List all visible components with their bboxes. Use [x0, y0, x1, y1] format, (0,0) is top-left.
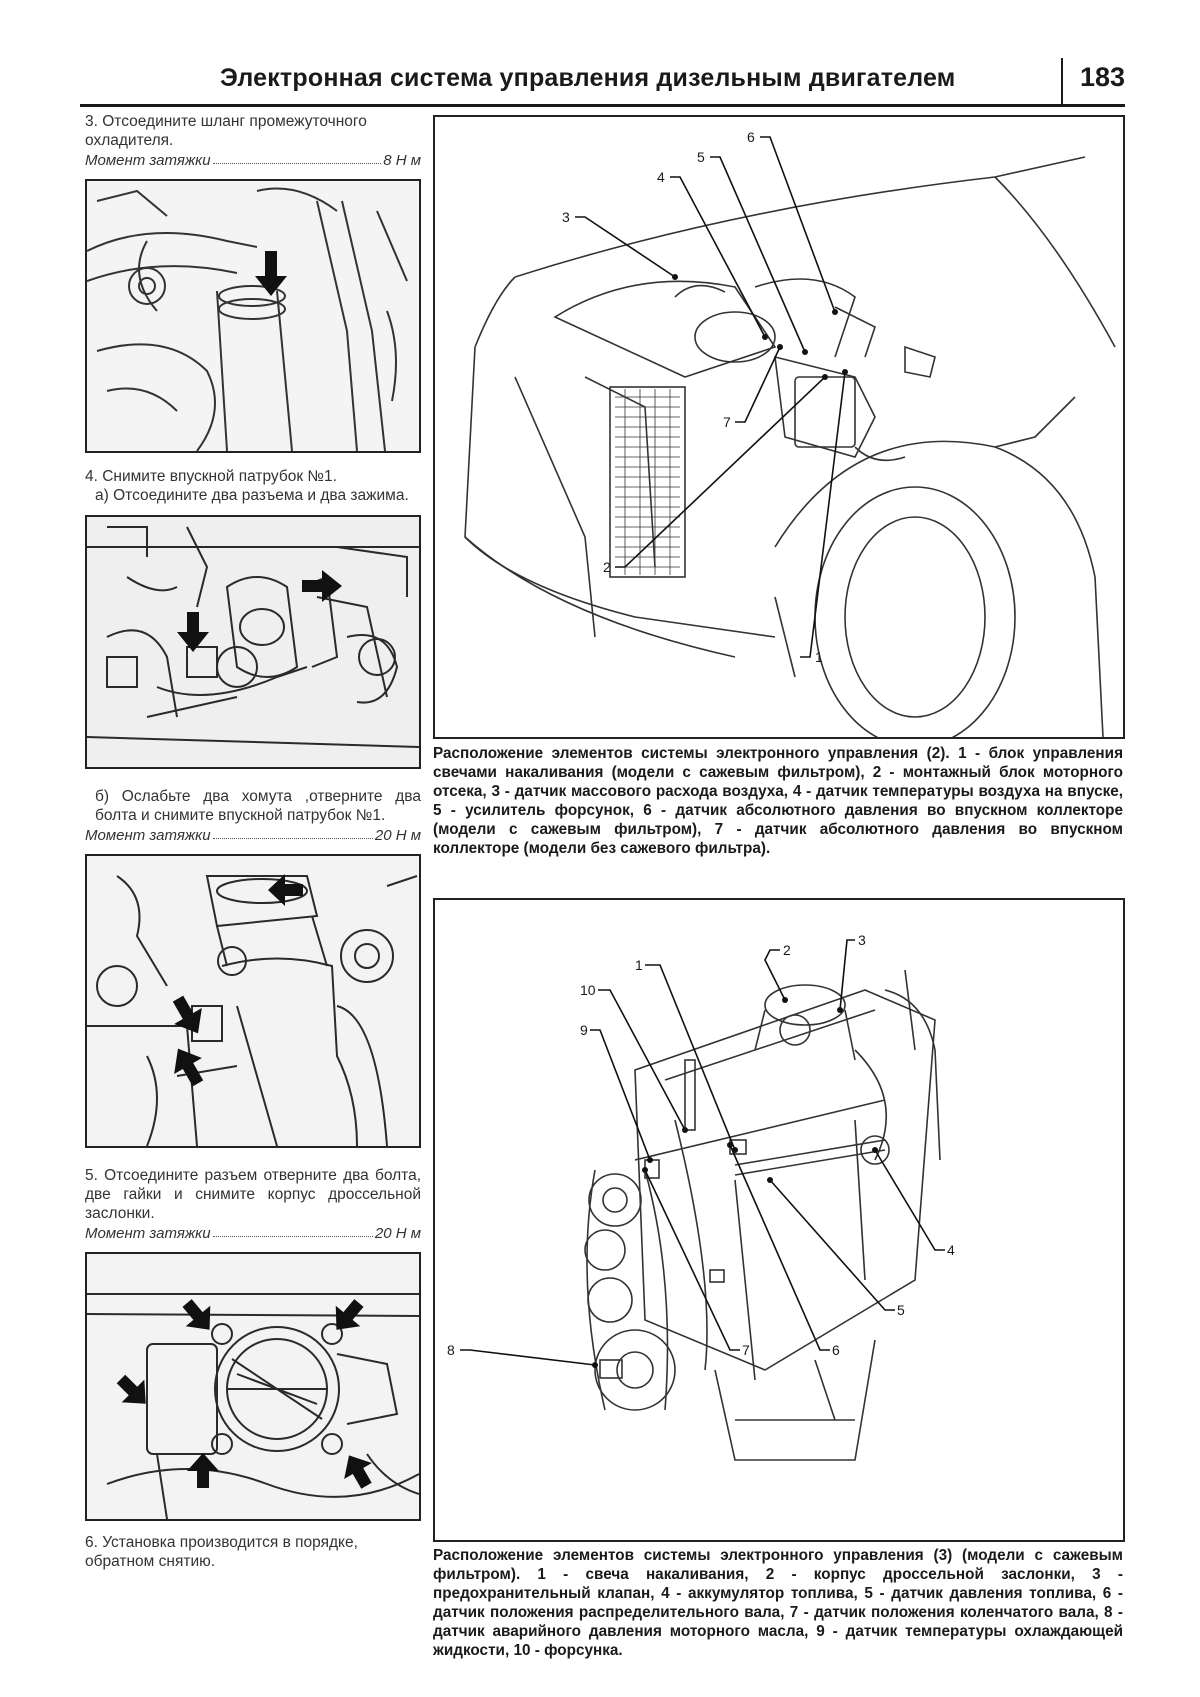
left-column: 3. Отсоедините шланг промежуточного охла… — [85, 112, 421, 1571]
arrow-icon — [268, 874, 303, 906]
callout-9: 9 — [580, 1022, 588, 1038]
torque-leader — [212, 152, 382, 164]
step-5-torque: Момент затяжки 20 Н м — [85, 1225, 421, 1242]
step-4b-text: б) Ослабьте два хомута ,отверните два бо… — [95, 788, 421, 824]
torque-leader — [212, 827, 373, 839]
step-3-text: 3. Отсоедините шланг промежуточного охла… — [85, 113, 367, 149]
callout-3: 3 — [858, 932, 866, 948]
page-header: Электронная система управления дизельным… — [80, 58, 1125, 107]
diagram-engine-bay: 6 5 4 3 7 2 1 — [433, 115, 1125, 739]
torque-label: Момент затяжки — [85, 152, 211, 169]
diagram-engine-components: 1 2 3 4 5 6 7 8 9 10 — [433, 898, 1125, 1542]
step-3-torque: Момент затяжки 8 Н м — [85, 152, 421, 169]
arrow-icon — [187, 1453, 219, 1488]
callout-4: 4 — [947, 1242, 955, 1258]
arrow-icon — [302, 570, 342, 602]
page-title: Электронная система управления дизельным… — [220, 64, 956, 92]
torque-label: Момент затяжки — [85, 1225, 211, 1242]
photo-connectors — [85, 515, 421, 769]
photo-intercooler-hose — [85, 179, 421, 453]
arrow-icon — [177, 612, 209, 652]
callout-2: 2 — [603, 559, 611, 575]
torque-value: 20 Н м — [374, 827, 421, 844]
arrow-icon — [172, 995, 202, 1034]
arrow-icon — [344, 1455, 372, 1489]
callout-5: 5 — [697, 149, 705, 165]
torque-value: 20 Н м — [374, 1225, 421, 1242]
callout-6: 6 — [832, 1342, 840, 1358]
arrow-icon — [182, 1299, 211, 1330]
torque-label: Момент затяжки — [85, 827, 211, 844]
torque-value: 8 Н м — [383, 152, 421, 169]
page-number: 183 — [1079, 62, 1125, 92]
callout-2: 2 — [783, 942, 791, 958]
callout-10: 10 — [580, 982, 596, 998]
arrow-icon — [174, 1048, 204, 1087]
callout-1: 1 — [635, 957, 643, 973]
header-divider — [1061, 58, 1063, 104]
callout-4: 4 — [657, 169, 665, 185]
step-6-text: 6. Установка производится в порядке, обр… — [85, 1534, 358, 1570]
callout-7: 7 — [723, 414, 731, 430]
callout-5: 5 — [897, 1302, 905, 1318]
step-4-text: 4. Снимите впускной патрубок №1. — [85, 468, 337, 485]
step-4b-torque: Момент затяжки 20 Н м — [85, 827, 421, 844]
photo-intake-pipe — [85, 854, 421, 1148]
diagram-engine-bay-caption: Расположение элементов системы электронн… — [433, 745, 1123, 857]
arrow-icon — [255, 251, 287, 296]
callout-1: 1 — [815, 649, 823, 665]
callout-7: 7 — [742, 1342, 750, 1358]
torque-leader — [212, 1225, 373, 1237]
arrow-icon — [335, 1299, 364, 1330]
arrow-icon — [116, 1374, 146, 1404]
step-4a-text: а) Отсоедините два разъема и два зажима. — [95, 487, 409, 504]
step-5-text: 5. Отсоедините разъем отверните два болт… — [85, 1167, 421, 1222]
callout-6: 6 — [747, 129, 755, 145]
photo-throttle-body — [85, 1252, 421, 1521]
callout-3: 3 — [562, 209, 570, 225]
callout-8: 8 — [447, 1342, 455, 1358]
diagram-engine-components-caption: Расположение элементов системы электронн… — [433, 1547, 1123, 1659]
